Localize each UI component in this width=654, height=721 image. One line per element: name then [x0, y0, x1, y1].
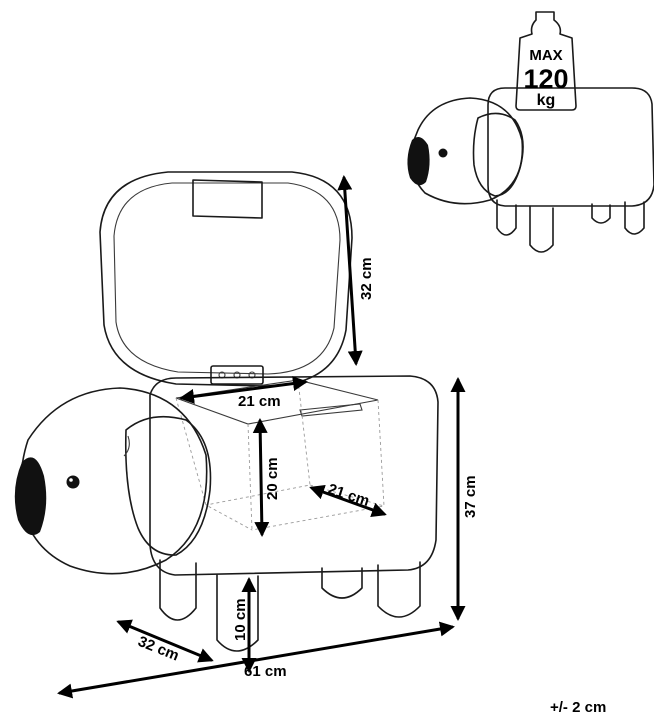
max-unit: kg: [537, 92, 556, 109]
label-storage-height: 20 cm: [264, 457, 281, 500]
large-head: [20, 387, 208, 575]
small-eye-icon: [438, 148, 448, 158]
dimension-arrows: [57, 175, 466, 699]
large-leg: [321, 567, 363, 599]
label-lid-height: 32 cm: [358, 257, 375, 300]
weight-icon: MAX 120 kg: [515, 11, 577, 111]
storage-pull: [299, 403, 363, 417]
label-leg-height: 10 cm: [232, 598, 249, 641]
open-lid: [99, 171, 353, 387]
max-value: 120: [523, 64, 568, 94]
max-label: MAX: [529, 47, 562, 64]
label-length: 61 cm: [244, 663, 287, 680]
small-leg: [624, 201, 645, 235]
arrow-lid-width: [179, 376, 308, 404]
small-leg: [496, 199, 517, 236]
tolerance-note: +/- 2 cm: [550, 699, 606, 716]
arrow-storage-depth: [309, 485, 387, 517]
large-eye-icon: [66, 475, 80, 489]
lid-inner-rim: [113, 182, 341, 375]
small-dog-ottoman: MAX 120 kg: [407, 11, 654, 253]
small-leg: [529, 205, 554, 253]
large-ear: [124, 415, 212, 556]
storage-box-hidden: [175, 379, 385, 531]
small-nose: [407, 136, 430, 186]
lid-handle: [192, 179, 263, 219]
label-total-height: 37 cm: [462, 475, 479, 518]
large-leg: [159, 559, 197, 621]
large-body: [149, 375, 439, 576]
hinge: [210, 365, 264, 385]
arrow-storage-height: [252, 418, 270, 537]
small-ear: [472, 112, 524, 197]
large-leg: [377, 561, 421, 618]
large-dog-ottoman: [14, 171, 439, 652]
small-body: [487, 87, 654, 207]
label-storage-depth: 21 cm: [326, 481, 372, 510]
large-nose: [14, 457, 47, 536]
ear-fold: [123, 435, 130, 457]
arrow-lid-height: [337, 175, 363, 366]
arrow-length: [57, 621, 455, 699]
label-lid-width: 21 cm: [238, 393, 281, 410]
small-leg: [591, 203, 611, 224]
